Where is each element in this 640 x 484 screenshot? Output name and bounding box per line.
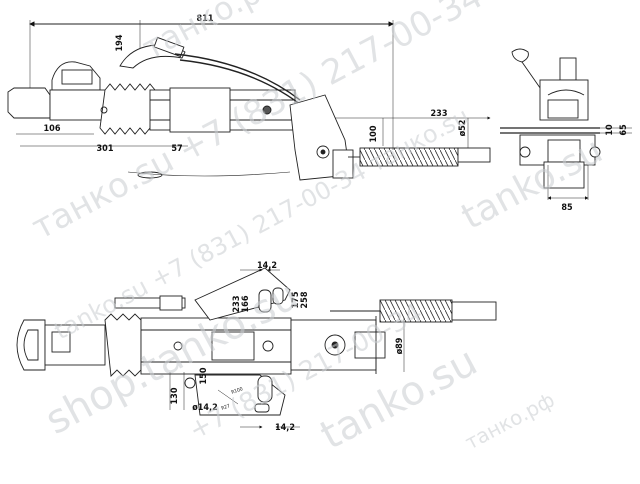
dim-diam-89: ø89 [395,337,405,354]
dim-106: 106 [44,124,61,134]
dim-slot-bottom: 14,2 [275,423,295,433]
dim-233: 233 [431,109,448,119]
dim-194: 194 [115,34,125,51]
top-view [7,20,491,181]
dim-258: 258 [300,291,310,308]
dim-811: 811 [197,14,214,24]
dim-130: 130 [170,387,180,404]
dim-10: 10 [605,124,615,136]
bottom-view [16,267,497,429]
watermark-layer: танко.su +7 (831) 217-00-34 shop.tanko.s… [25,0,609,459]
watermark-rf-bottom: танко.рф [461,387,558,454]
dim-166: 166 [241,295,251,312]
dim-diam-52: ø52 [458,120,468,137]
dim-r27: R27 [221,403,231,412]
side-view [500,48,632,200]
top-view-dims: 811 194 106 301 57 233 100 ø52 [44,14,468,154]
dim-233-b: 233 [232,296,242,313]
dim-175: 175 [291,291,301,308]
dim-301: 301 [97,144,114,154]
dim-r100: R100 [231,386,244,396]
dim-85: 85 [561,203,573,213]
dim-57: 57 [171,144,182,154]
bottom-view-dims: 14,2 233 166 175 258 ø89 150 130 ø14,2 1… [170,261,405,433]
side-view-dims: 10 65 85 [561,124,629,213]
watermark-rf-top: танко.рф [136,0,292,67]
dim-hole-14-2: ø14,2 [192,403,218,413]
dim-100: 100 [369,125,379,142]
dim-150: 150 [199,367,209,384]
dim-65: 65 [619,124,629,136]
dim-slot-top: 14,2 [257,261,277,271]
